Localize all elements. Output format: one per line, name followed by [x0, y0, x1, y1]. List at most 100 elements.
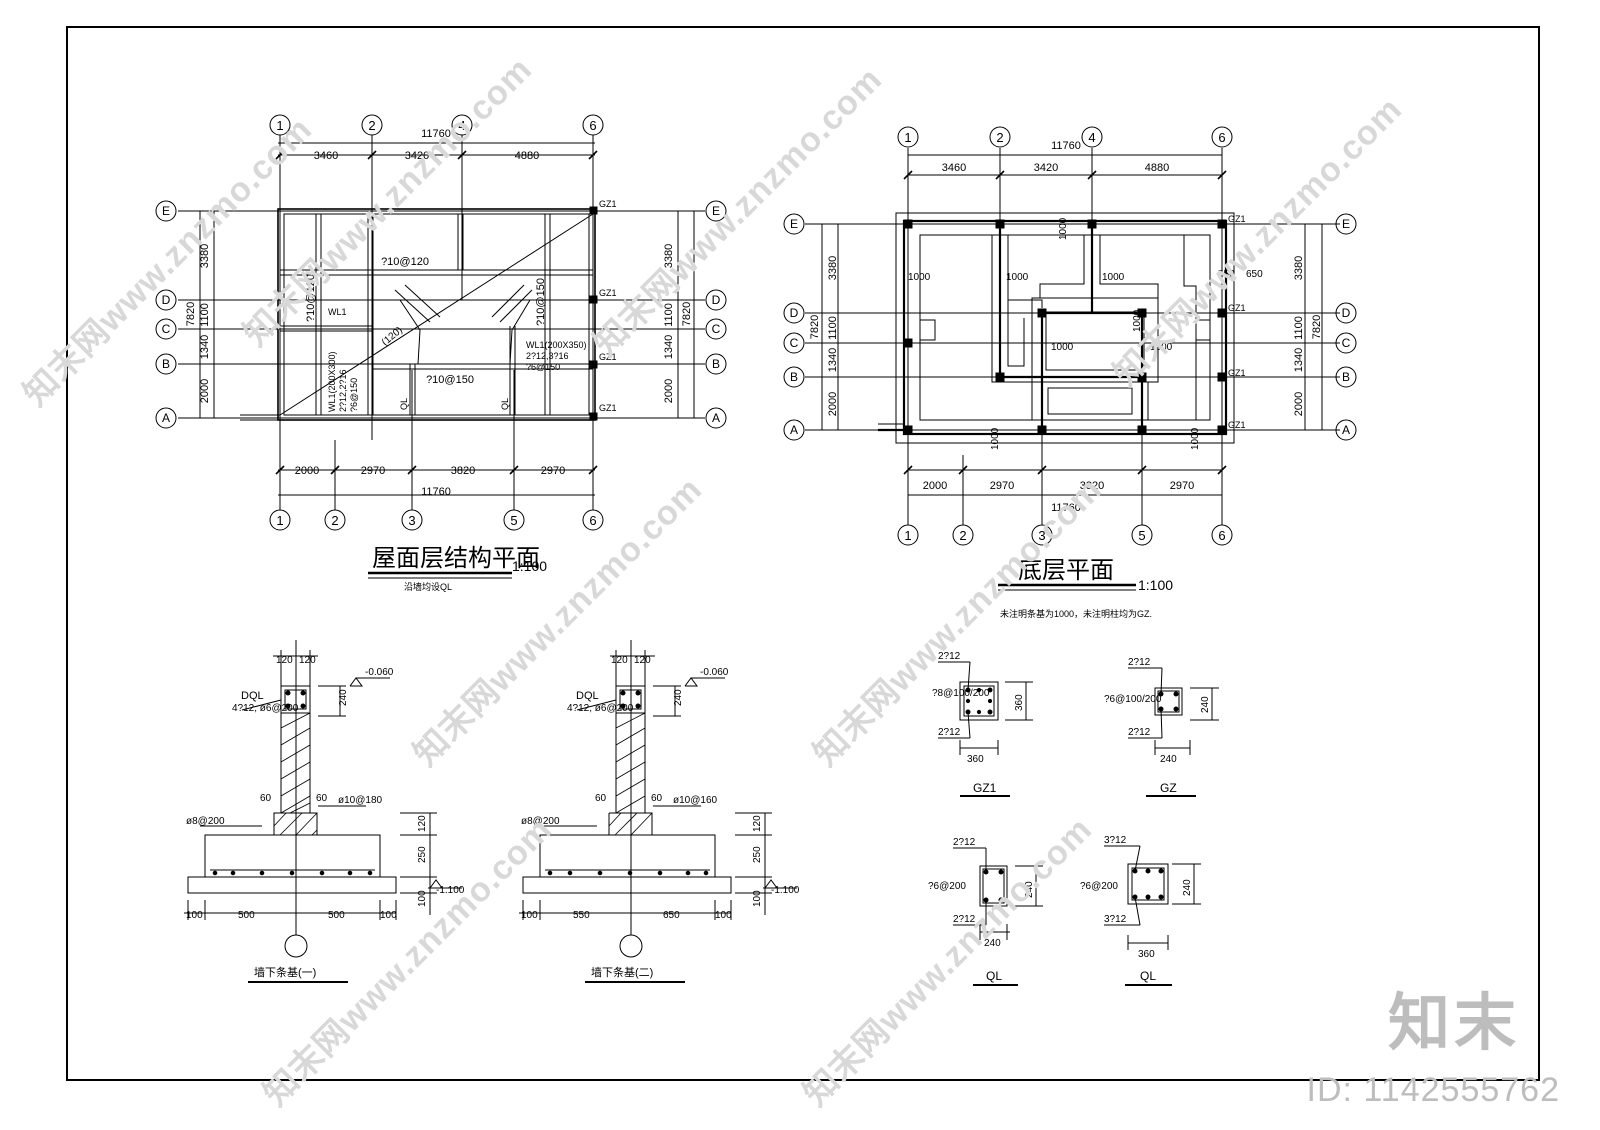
f1-top-dim-2: 120	[299, 655, 316, 666]
roof-axis-left-B: B	[162, 357, 170, 371]
ground-axis-bottom-2: 2	[959, 528, 966, 543]
ground-axis-right-D: D	[1342, 306, 1351, 320]
ground-gz1-label-3: GZ1	[1228, 368, 1246, 378]
gz1-height: 360	[1014, 694, 1025, 711]
roof-gz1-label-3: GZ1	[599, 352, 617, 362]
section-ql-240	[953, 847, 1043, 986]
ground-axis-right-A: A	[1342, 423, 1350, 437]
roof-dim-bottom-1: 2000	[295, 465, 319, 477]
ground-axis-left-E: E	[790, 217, 798, 231]
gz1-bottom-bars: 2?12	[938, 727, 961, 738]
roof-ql-label-1: QL	[399, 398, 409, 410]
f2-step-1: 60	[595, 793, 607, 804]
roof-plan-text: 11760 3460 3420 4880 2000 2970 3820 2970…	[162, 118, 721, 592]
roof-gz1-label-1: GZ1	[599, 199, 617, 209]
ground-dim-top-3: 4880	[1145, 162, 1169, 174]
ground-dim-bottom-4: 2970	[1170, 480, 1194, 492]
f1-top-dim-1: 120	[276, 655, 293, 666]
f1-dim-b3: 500	[328, 910, 345, 921]
f2-top-dim-1: 120	[611, 655, 628, 666]
roof-total-dim-top: 11760	[421, 128, 451, 140]
f1-h2: 120	[417, 815, 428, 832]
ground-dim-top-1: 3460	[942, 162, 966, 174]
roof-axis-bottom-5: 5	[510, 513, 517, 528]
ground-axis-top-6: 6	[1218, 130, 1225, 145]
f1-dim-b2: 500	[238, 910, 255, 921]
ground-dim-right-1: 3380	[1293, 256, 1305, 280]
ground-dim-left-4: 2000	[827, 392, 839, 416]
roof-beam-a-label: WL1(200X350)	[526, 340, 587, 350]
roof-dim-left-2: 1100	[199, 303, 211, 327]
ground-dim-right-total: 7820	[1311, 315, 1323, 339]
ground-dim-left-2: 1100	[827, 316, 839, 340]
roof-axis-bottom-2: 2	[331, 513, 338, 528]
f1-dql: DQL	[241, 690, 264, 702]
roof-dim-left-3: 1340	[199, 335, 211, 359]
gz1-width: 360	[967, 754, 984, 765]
strip-footing-1-text: 120 120 -0.060 DQL 4?12, ø6@200 240 60 6…	[186, 655, 465, 979]
roof-dim-right-3: 1340	[663, 335, 675, 359]
roof-dim-left-4: 2000	[199, 379, 211, 403]
gz1-stirrup: ?8@100/200	[932, 688, 990, 699]
roof-beam-b-label: WL1(200X300)	[327, 351, 337, 412]
roof-slab-label-4: ?10@120	[305, 274, 317, 322]
ql360-width: 360	[1138, 949, 1155, 960]
roof-beam-b-bars: 2?12,2?16	[338, 369, 348, 412]
roof-axis-bottom-1: 1	[276, 513, 283, 528]
brand-logo: 知末	[1387, 986, 1520, 1059]
gz-bottom-bars: 2?12	[1128, 727, 1151, 738]
ql240-bottom-bars: 2?12	[953, 914, 976, 925]
roof-dim-top-2: 3420	[405, 150, 429, 162]
roof-plan-title: 屋面层结构平面	[372, 544, 540, 572]
ground-plan-title: 底层平面	[1018, 556, 1114, 584]
ql360-caption: QL	[1140, 969, 1156, 983]
ground-strip-width-8: 1000	[990, 427, 1001, 450]
ql360-height: 240	[1182, 879, 1193, 896]
roof-axis-left-A: A	[162, 411, 170, 425]
gz-stirrup: ?6@100/200	[1104, 694, 1162, 705]
roof-axis-right-B: B	[712, 357, 720, 371]
roof-axis-top-1: 1	[276, 118, 283, 133]
ground-axis-top-1: 1	[904, 130, 911, 145]
f1-dim-b1: 100	[186, 910, 203, 921]
roof-slab-label-2: ?10@150	[426, 374, 474, 386]
gz-height: 240	[1200, 696, 1211, 713]
ground-dim-right-4: 2000	[1293, 392, 1305, 416]
f2-h1: 240	[673, 689, 684, 706]
f1-step-1: 60	[260, 793, 272, 804]
roof-plan-scale: 1:100	[512, 558, 547, 574]
strip-footing-2	[519, 640, 797, 983]
f1-elev-top: -0.060	[365, 667, 394, 678]
f2-bar-left: ø8@200	[521, 816, 560, 827]
roof-beam-a-bars: 2?12,3?16	[526, 351, 569, 361]
roof-plan-note: 沿墙均设QL	[404, 581, 452, 592]
sections-text: 2?12 ?8@100/200 2?12 360 360 GZ1 2?12 ?6…	[928, 651, 1211, 983]
roof-dim-bottom-2: 2970	[361, 465, 385, 477]
roof-beam-b-stirrup: ?6@150	[349, 378, 359, 412]
ground-total-dim-bottom: 11760	[1051, 502, 1081, 514]
ground-strip-width-1: 1000	[908, 272, 931, 283]
ground-dim-right-3: 1340	[1293, 348, 1305, 372]
f2-h2: 120	[752, 815, 763, 832]
roof-axis-right-E: E	[712, 204, 720, 218]
ground-strip-width-9: 1000	[1190, 427, 1201, 450]
roof-dim-top-3: 4880	[515, 150, 539, 162]
f1-bar-right: ø10@180	[338, 795, 383, 806]
ground-axis-top-2: 2	[996, 130, 1003, 145]
roof-dim-bottom-3: 3820	[451, 465, 475, 477]
ground-gz1-label-4: GZ1	[1228, 420, 1246, 430]
roof-axis-top-4: 4	[458, 118, 465, 133]
roof-dim-right-1: 3380	[663, 244, 675, 268]
ground-axis-left-A: A	[790, 423, 798, 437]
f1-dim-b4: 100	[380, 910, 397, 921]
gz-top-bars: 2?12	[1128, 657, 1151, 668]
ground-dim-bottom-3: 3820	[1080, 480, 1104, 492]
gz-caption: GZ	[1160, 781, 1177, 795]
ground-axis-bottom-5: 5	[1138, 528, 1145, 543]
ground-dim-bottom-1: 2000	[923, 480, 947, 492]
roof-gz1-label-4: GZ1	[599, 403, 617, 413]
ql360-stirrup: ?6@200	[1080, 881, 1118, 892]
roof-axis-top-2: 2	[368, 118, 375, 133]
f1-dql-bars: 4?12, ø6@200	[232, 703, 299, 714]
